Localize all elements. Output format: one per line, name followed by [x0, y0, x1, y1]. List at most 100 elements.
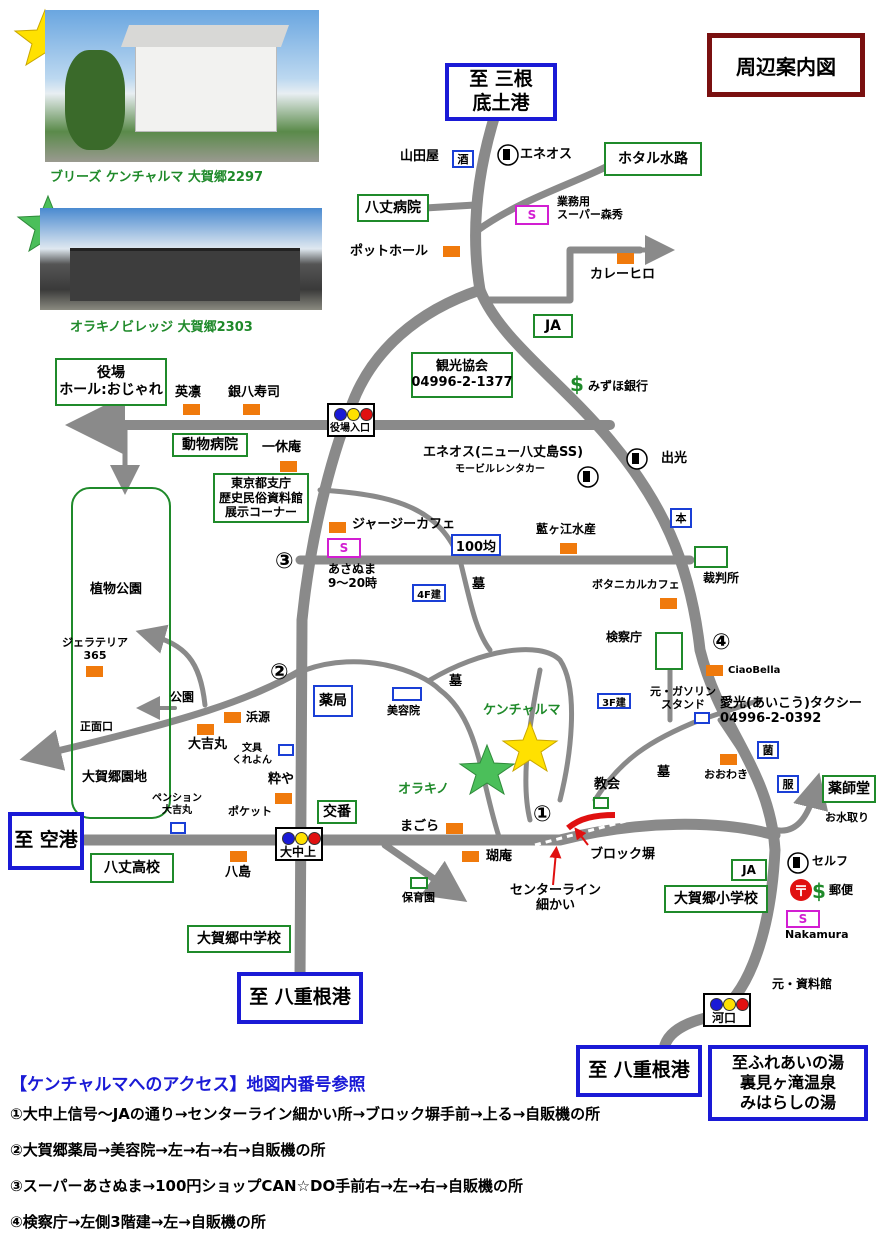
- box-ja-right: JA: [731, 859, 767, 881]
- road-mid-7: [717, 717, 763, 783]
- box-hachijo-high: 八丈高校: [90, 853, 174, 883]
- label-orakino: オラキノ: [398, 782, 450, 797]
- box-kyokai: [593, 797, 609, 809]
- label-asanuma: あさぬま 9～20時: [328, 562, 378, 590]
- label-magora: まごら: [400, 819, 440, 834]
- signal-kawaguchi: [703, 993, 751, 1027]
- road-ja: [481, 246, 644, 304]
- label-biyoin: 美容院: [387, 704, 420, 717]
- label-omizutori: お水取り: [825, 811, 869, 824]
- label-hachijima: 八島: [225, 865, 252, 880]
- label-ikkyuan: 一休庵: [262, 440, 302, 455]
- box-gas-old: [694, 712, 710, 724]
- label-pension: ペンション 大吉丸: [152, 793, 202, 816]
- box-kensatsu-building: [655, 632, 683, 670]
- label-suiya: 粋や: [268, 772, 295, 787]
- pin-suiya: [275, 793, 292, 804]
- supermarket-top: S: [515, 205, 549, 225]
- label-oyoshimaru: 大吉丸: [188, 737, 228, 752]
- label-botanical-cafe: ボタニカルカフェ: [592, 578, 680, 591]
- box-sake: 酒: [452, 150, 474, 168]
- signal-onakaue: [275, 827, 323, 861]
- access-line-1: ①大中上信号～JAの通り→センターライン細かい所→ブロック塀手前→上る→自販機の…: [10, 1105, 601, 1123]
- label-nakamura: Nakamura: [785, 928, 849, 941]
- road-west-exit: [19, 666, 306, 771]
- orakino-caption: オラキノビレッジ 大賀郷2303: [70, 320, 253, 335]
- gas-icon-self: [787, 852, 809, 874]
- arrow-center-line: [549, 846, 562, 886]
- pin-ginpachi: [243, 404, 260, 415]
- box-fuku: 服: [777, 775, 799, 793]
- signal-yakuba: [327, 403, 375, 437]
- pin-magora: [446, 823, 463, 834]
- label-eneos-mid: エネオス(ニュー八丈島SS): [423, 445, 584, 460]
- label-hamagen: 浜源: [246, 710, 271, 724]
- label-gas-old: 元・ガソリン スタンド: [650, 685, 716, 711]
- label-grave-1: 墓: [472, 577, 486, 592]
- marker-4: ④: [712, 630, 731, 655]
- box-biyoin-building: [392, 687, 422, 701]
- access-heading: 【ケンチャルマへのアクセス】地図内番号参照: [10, 1075, 366, 1095]
- label-shiryokan: 元・資料館: [772, 977, 833, 991]
- pin-botanical: [660, 598, 677, 609]
- marker-3: ③: [275, 549, 294, 574]
- access-line-2: ②大賀郷薬局→美容院→左→右→右→自販機の所: [10, 1141, 326, 1159]
- box-hotaru: ホタル水路: [604, 142, 702, 176]
- signal-onakaue-label: 大中上: [280, 845, 317, 859]
- pin-aigae: [560, 543, 577, 554]
- label-aikou-taxi: 愛光(あいこう)タクシー 04996-2-0392: [720, 696, 862, 726]
- box-kanko: 観光協会 04996-2-1377: [411, 352, 513, 398]
- block-wall: [566, 812, 616, 831]
- signal-kawaguchi-label: 河口: [712, 1011, 737, 1025]
- label-ciaobella: CiaoBella: [728, 665, 781, 676]
- road-hoikuen: [381, 841, 468, 902]
- box-saibansho-building: [694, 546, 728, 568]
- box-hon: 本: [670, 508, 692, 528]
- gas-icon-eneos: [577, 466, 599, 488]
- access-line-4: ④検察庁→左側3階建→左→自販機の所: [10, 1213, 266, 1231]
- box-hachijo-hospital: 八丈病院: [357, 194, 429, 222]
- pin-hachijima: [230, 851, 247, 862]
- label-mizuho: みずほ銀行: [588, 379, 649, 393]
- road-yakushido: [772, 772, 829, 834]
- label-mobil: モービルレンタカー: [455, 464, 545, 475]
- orakino-star-icon: [458, 743, 516, 796]
- label-curry: カレーヒロ: [590, 267, 656, 282]
- box-hoikuen: [410, 877, 428, 889]
- breeze-photo: [45, 10, 319, 162]
- access-line-3: ③スーパーあさぬま→100円ショップCAN☆DO手前右→左→右→自販機の所: [10, 1177, 523, 1195]
- box-ja-top: JA: [533, 314, 573, 338]
- kenchaluma-star-icon: [501, 720, 559, 773]
- box-koban: 交番: [317, 800, 357, 824]
- bank-post-icon: $: [812, 879, 826, 903]
- box-yakushido: 薬師堂: [822, 775, 876, 803]
- label-yamadaya: 山田屋: [400, 149, 440, 164]
- pin-ikkyuan: [280, 461, 297, 472]
- dest-mikone: 至 三根 底土港: [445, 63, 557, 121]
- label-grave-2: 墓: [449, 674, 463, 689]
- box-3f: 3F建: [597, 693, 631, 709]
- label-shokubutsu: 植物公園: [90, 582, 143, 597]
- label-eneos-top: エネオス: [520, 147, 573, 162]
- road-hospital: [421, 201, 479, 212]
- pin-gelateria: [86, 666, 103, 677]
- pin-eikan: [183, 404, 200, 415]
- label-kenchaluma: ケンチャルマ: [483, 703, 561, 718]
- label-kensatsu: 検察庁: [606, 630, 643, 644]
- label-post: 郵便: [829, 883, 854, 897]
- label-koen: 公園: [170, 690, 195, 704]
- box-dobutsu: 動物病院: [172, 433, 248, 457]
- dest-fureai: 至ふれあいの湯 裏見ヶ滝温泉 みはらしの湯: [708, 1045, 868, 1121]
- label-okagoen: 大賀郷園地: [82, 770, 148, 785]
- label-gyomu: 業務用 スーパー森秀: [557, 195, 623, 221]
- label-center-line: センターライン 細かい: [510, 883, 602, 913]
- orakino-photo: [40, 208, 322, 310]
- label-block-wall: ブロック塀: [590, 847, 656, 862]
- botanical-park-outline: [71, 487, 171, 819]
- supermarket-nakamura: S: [786, 910, 820, 928]
- pin-ciaobella: [706, 665, 723, 676]
- road-park-side: [135, 624, 208, 708]
- pin-jersey: [329, 522, 346, 533]
- label-bunggu: 文具 くれよん: [232, 743, 272, 766]
- box-4f: 4F建: [412, 584, 446, 602]
